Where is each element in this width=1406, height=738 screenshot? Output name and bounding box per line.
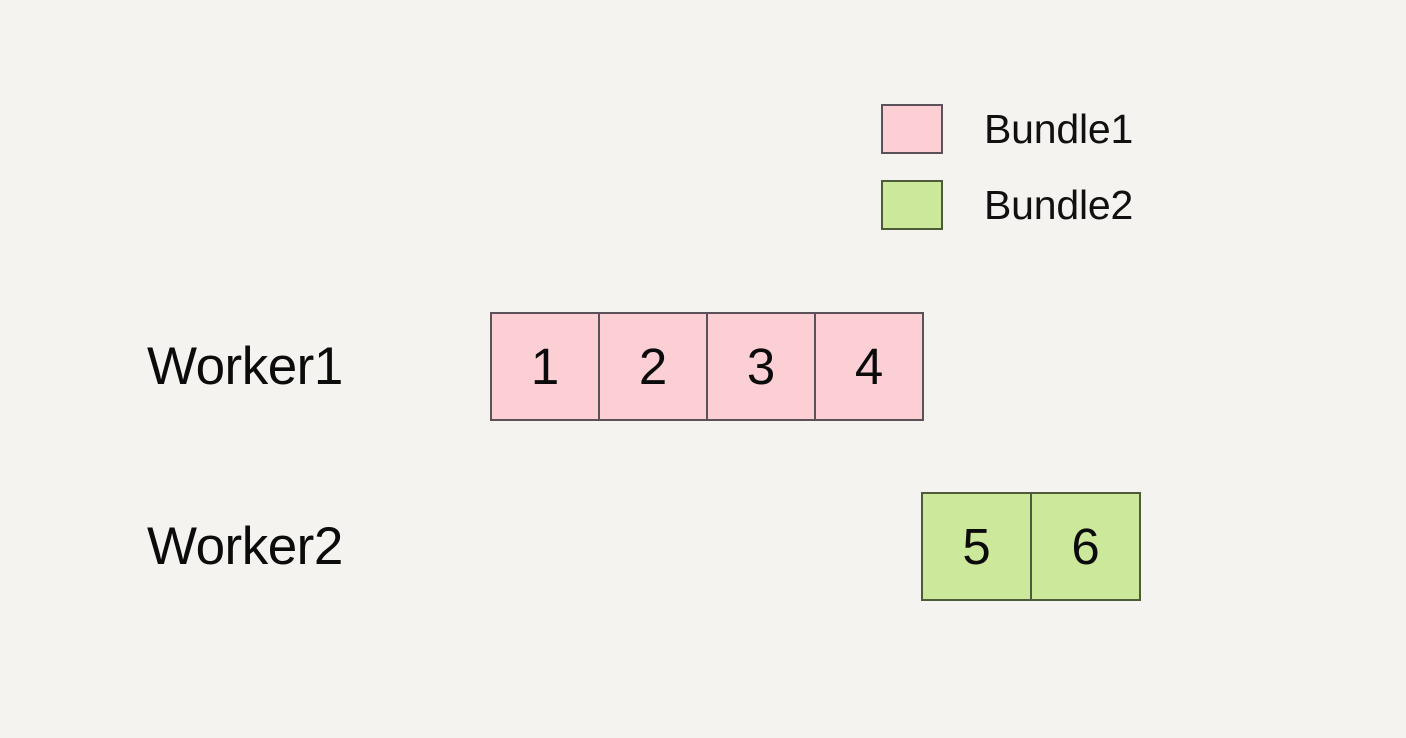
task-cell: 6 [1030,492,1141,601]
worker-1-bundle-strip: 1 2 3 4 [490,312,924,421]
legend-item-bundle1: Bundle1 [881,104,1133,154]
task-cell: 2 [598,312,708,421]
worker-label-2: Worker2 [147,517,343,576]
legend-item-bundle2: Bundle2 [881,180,1133,230]
worker-label-1: Worker1 [147,337,343,396]
worker-2-bundle-strip: 5 6 [921,492,1141,601]
legend-label-bundle2: Bundle2 [984,181,1134,228]
task-cell: 3 [706,312,816,421]
task-cell: 1 [490,312,600,421]
task-cell: 5 [921,492,1032,601]
task-cell: 4 [814,312,924,421]
bundle1-swatch [881,104,943,154]
legend-label-bundle1: Bundle1 [984,105,1134,152]
bundle2-swatch [881,180,943,230]
